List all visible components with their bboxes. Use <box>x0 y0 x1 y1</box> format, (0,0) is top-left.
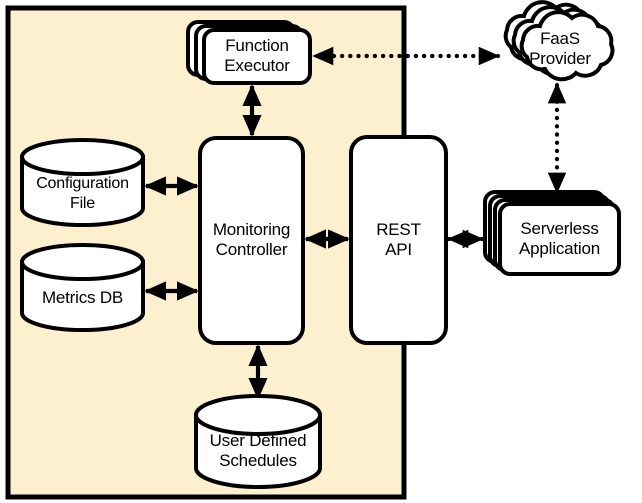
node-monitoring-controller[interactable] <box>198 136 305 345</box>
node-serverless-application[interactable] <box>483 190 621 276</box>
node-faas-provider[interactable] <box>503 0 615 82</box>
node-user-defined-schedules[interactable] <box>194 394 322 489</box>
node-configuration-file[interactable] <box>20 138 145 227</box>
node-rest-api[interactable] <box>349 135 448 345</box>
node-metrics-db[interactable] <box>20 243 145 332</box>
node-function-executor[interactable] <box>186 20 312 85</box>
